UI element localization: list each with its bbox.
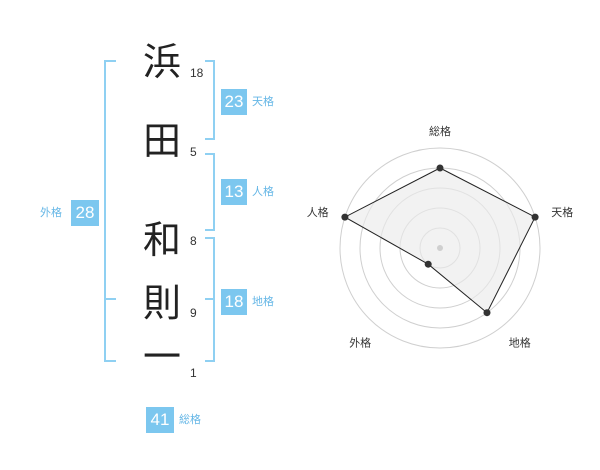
radar-axis-label: 天格 <box>551 205 573 219</box>
stroke-count-2: 5 <box>190 145 197 159</box>
gaikaku-tick <box>104 298 116 300</box>
radar-polygon <box>343 167 536 314</box>
jinkaku-badge: 13 <box>221 179 247 205</box>
name-char-1: 浜 <box>142 40 181 84</box>
radar-center-dot <box>437 245 443 251</box>
gaikaku-label: 外格 <box>40 206 62 219</box>
radar-ring <box>339 147 541 349</box>
radar-points <box>341 164 539 317</box>
radar-point <box>531 213 539 221</box>
chikaku-badge: 18 <box>221 289 247 315</box>
soukaku-badge: 41 <box>146 407 174 433</box>
soukaku-label: 総格 <box>179 413 201 426</box>
tenkaku-badge: 23 <box>221 89 247 115</box>
stroke-count-3: 8 <box>190 234 197 248</box>
stroke-count-4: 9 <box>190 306 197 320</box>
name-char-4: 則 <box>142 281 181 325</box>
gaikaku-bracket <box>104 60 116 362</box>
name-char-2: 田 <box>142 119 181 163</box>
radar-axis-label: 人格 <box>307 205 329 219</box>
stroke-count-5: 1 <box>190 366 197 380</box>
gaikaku-badge: 28 <box>71 200 99 226</box>
radar-axis-label: 外格 <box>349 336 371 350</box>
name-char-3: 和 <box>142 218 181 262</box>
radar-point <box>341 213 349 221</box>
jinkaku-bracket <box>205 153 215 231</box>
jinkaku-label: 人格 <box>252 185 274 198</box>
radar-point <box>436 164 444 172</box>
name-char-5: 一 <box>142 335 181 379</box>
chikaku-bracket <box>205 237 215 362</box>
chikaku-tick <box>205 298 213 300</box>
radar-axis-label: 総格 <box>429 124 451 138</box>
chikaku-label: 地格 <box>252 295 274 308</box>
tenkaku-label: 天格 <box>252 95 274 108</box>
tenkaku-bracket <box>205 60 215 140</box>
radar-axis-label: 地格 <box>509 336 531 350</box>
radar-point <box>424 260 432 268</box>
radar-point <box>483 309 491 317</box>
stroke-count-1: 18 <box>190 66 204 80</box>
